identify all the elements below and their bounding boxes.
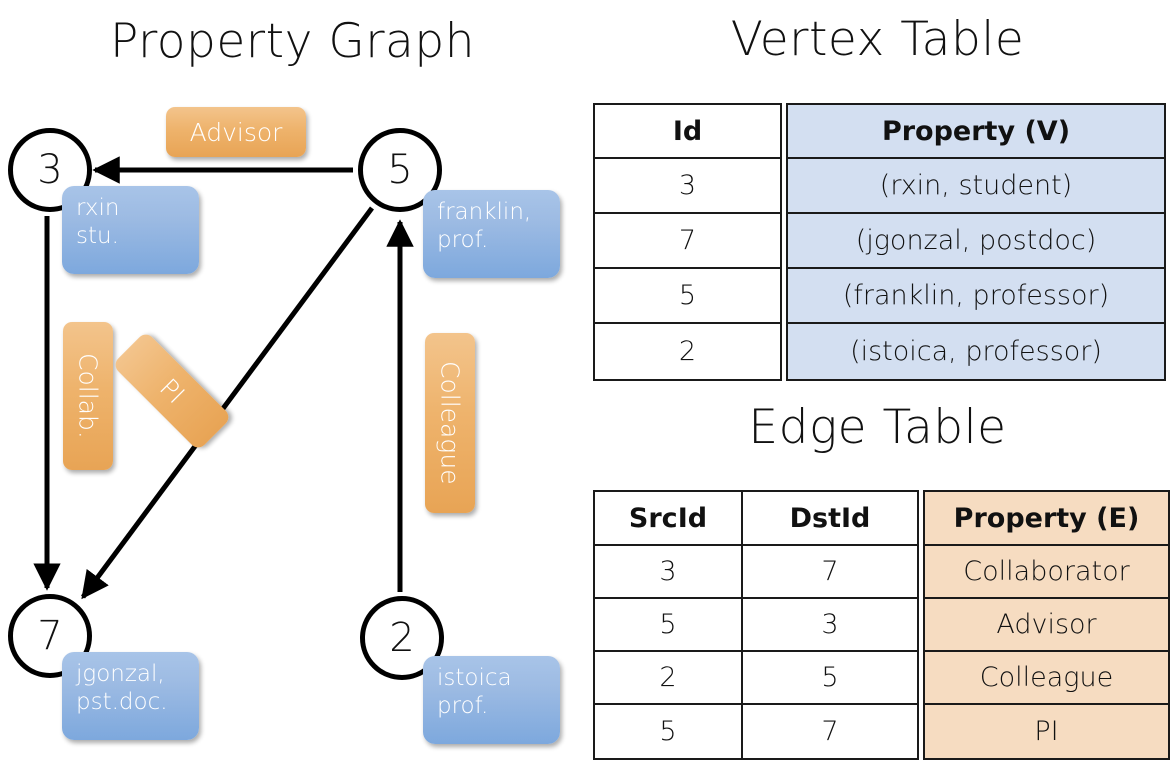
node-property-box-rxin: rxin stu. <box>62 186 199 274</box>
vertex-table-cell-property: (jgonzal, postdoc) <box>788 214 1164 269</box>
edge-table-cell-property: PI <box>925 705 1168 758</box>
vertex-table-cell-property: (franklin, professor) <box>788 269 1164 324</box>
edge-table-col-srcid: SrcId 3 5 2 5 <box>593 490 743 760</box>
edge-table-header-dstid: DstId <box>743 492 917 546</box>
edge-label-colleague: Colleague <box>425 333 475 513</box>
graph-node-2[interactable]: 2 <box>360 596 444 680</box>
edge-table-cell-property: Collaborator <box>925 546 1168 599</box>
graph-node-2-label: 2 <box>389 615 415 661</box>
vertex-table-header-property: Property (V) <box>788 105 1164 159</box>
node-property-box-franklin: franklin, prof. <box>423 190 560 278</box>
edge-label-advisor: Advisor <box>166 107 306 157</box>
vertex-table: Id 3 7 5 2 Property (V) (rxin, student) … <box>593 103 1166 381</box>
edge-table-cell-dstid: 3 <box>743 599 917 652</box>
property-graph-diagram: 3 5 7 2 rxin stu. franklin, prof. jgonza… <box>8 107 560 744</box>
edge-table-cell-srcid: 3 <box>595 546 741 599</box>
edge-table-cell-property: Advisor <box>925 599 1168 652</box>
edge-table-cell-dstid: 7 <box>821 716 839 747</box>
graph-node-3-label: 3 <box>37 147 63 193</box>
edge-table-cell-dstid: 5 <box>743 652 917 705</box>
page-title-vertex-table: Vertex Table <box>730 12 1025 67</box>
edge-table-header-property: Property (E) <box>925 492 1168 546</box>
page-title-edge-table: Edge Table <box>748 400 1007 455</box>
edge-table: SrcId 3 5 2 5 DstId 7 3 5 7 Property (E)… <box>593 490 1170 760</box>
edge-table-cell-srcid: 5 <box>659 716 677 747</box>
vertex-table-cell-id: 3 <box>595 159 780 214</box>
edge-5-to-7 <box>80 206 375 600</box>
graph-node-5-label: 5 <box>387 147 413 193</box>
graph-edge-arrows <box>33 156 414 600</box>
edge-table-cell-property: Colleague <box>925 652 1168 705</box>
vertex-table-col-property: Property (V) (rxin, student) (jgonzal, p… <box>786 103 1166 381</box>
edge-table-col-property: Property (E) Collaborator Advisor Collea… <box>923 490 1170 760</box>
vertex-table-cell-property: (rxin, student) <box>788 159 1164 214</box>
edge-table-col-dstid: DstId 7 3 5 7 <box>743 490 919 760</box>
edge-label-collab: Collab. <box>63 322 113 470</box>
node-property-box-jgonzal: jgonzal, pst.doc. <box>62 652 199 740</box>
edge-table-cell-srcid: 5 <box>595 599 741 652</box>
vertex-table-cell-id: 7 <box>595 214 780 269</box>
vertex-table-cell-id: 2 <box>678 336 697 367</box>
vertex-table-cell-property: (istoica, professor) <box>788 324 1164 379</box>
page-title-property-graph: Property Graph <box>110 14 475 69</box>
node-property-box-istoica: istoica prof. <box>423 656 560 744</box>
vertex-table-cell-id: 5 <box>595 269 780 324</box>
vertex-table-header-id: Id <box>595 105 780 159</box>
edge-table-cell-dstid: 7 <box>743 546 917 599</box>
edge-table-cell-srcid: 2 <box>595 652 741 705</box>
graph-node-7-label: 7 <box>37 613 63 659</box>
graph-node-5[interactable]: 5 <box>358 128 442 212</box>
edge-table-header-srcid: SrcId <box>595 492 741 546</box>
vertex-table-col-id: Id 3 7 5 2 <box>593 103 782 381</box>
